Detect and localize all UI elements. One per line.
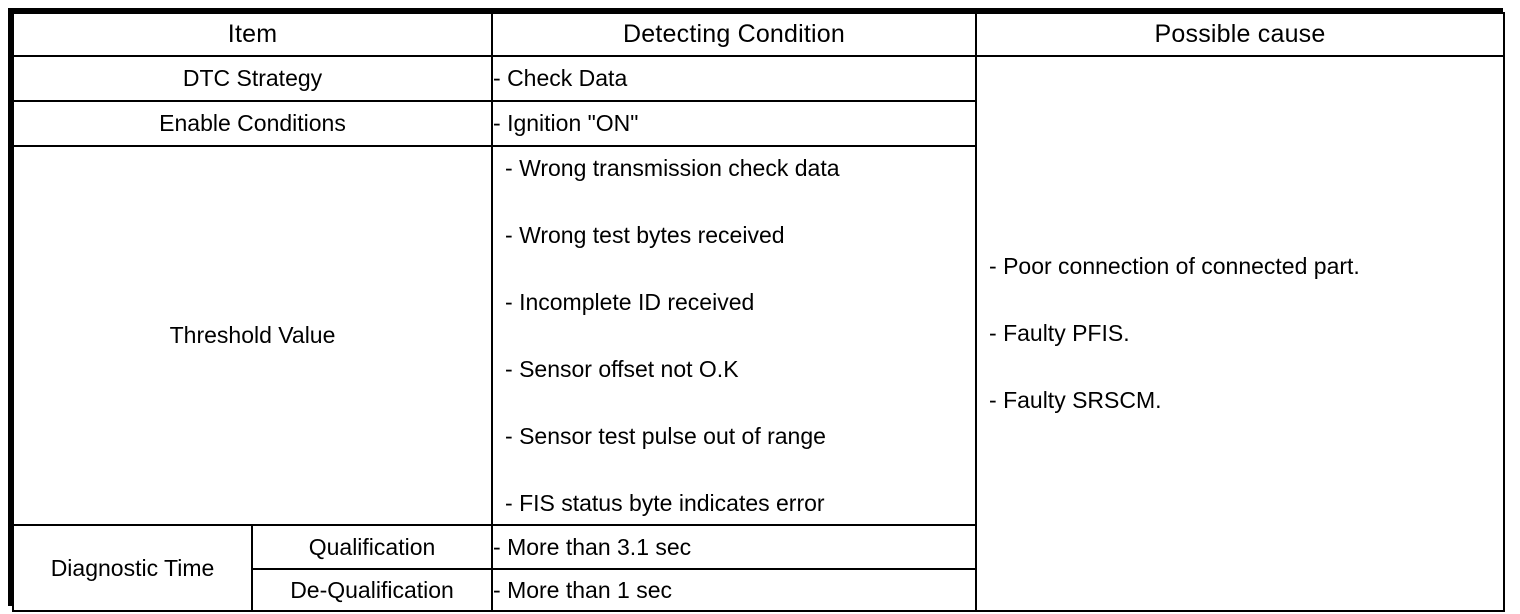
threshold-condition-item: - Incomplete ID received bbox=[505, 288, 755, 315]
cell-threshold-value-conditions: - Wrong transmission check data - Wrong … bbox=[491, 145, 978, 526]
dtc-diagnostic-table: Item Detecting Condition Possible cause … bbox=[8, 8, 1506, 612]
table-header-row: Item Detecting Condition Possible cause bbox=[11, 12, 1506, 57]
possible-cause-item: - Faulty PFIS. bbox=[989, 320, 1130, 346]
cell-enable-conditions-condition: - Ignition "ON" bbox=[491, 100, 978, 147]
possible-cause-list: - Poor connection of connected part. - F… bbox=[977, 255, 1503, 412]
cell-dtc-strategy-condition: - Check Data bbox=[491, 55, 978, 102]
cell-possible-cause: - Poor connection of connected part. - F… bbox=[975, 55, 1506, 612]
cell-de-qualification-label: De-Qualification bbox=[250, 568, 494, 612]
threshold-condition-item: - Sensor offset not O.K bbox=[505, 355, 739, 382]
header-detecting-condition: Detecting Condition bbox=[491, 12, 978, 57]
table-row-de-qualification: De-Qualification - More than 1 sec bbox=[13, 568, 1504, 612]
possible-cause-item: - Faulty SRSCM. bbox=[989, 387, 1162, 413]
header-possible-cause: Possible cause bbox=[975, 12, 1506, 57]
table-row-dtc-strategy: DTC Strategy - Check Data - Poor connect… bbox=[11, 55, 1506, 612]
table-row-threshold-value: Threshold Value - Wrong transmission che… bbox=[11, 145, 1504, 526]
cell-enable-conditions-label: Enable Conditions bbox=[11, 100, 494, 147]
cell-qualification-condition: - More than 3.1 sec bbox=[491, 524, 978, 570]
table-row-enable-conditions: Enable Conditions - Ignition "ON" bbox=[11, 100, 1504, 147]
cell-qualification-label: Qualification bbox=[250, 524, 494, 570]
cell-threshold-value-label: Threshold Value bbox=[11, 145, 494, 526]
diagnostic-table: Item Detecting Condition Possible cause … bbox=[11, 12, 1506, 612]
header-item: Item bbox=[11, 12, 494, 57]
cell-dtc-strategy-label: DTC Strategy bbox=[11, 55, 494, 102]
possible-cause-item: - Poor connection of connected part. bbox=[989, 253, 1360, 279]
threshold-condition-item: - Wrong transmission check data bbox=[505, 154, 840, 181]
threshold-condition-item: - Sensor test pulse out of range bbox=[505, 422, 826, 449]
cell-diagnostic-time-label: Diagnostic Time bbox=[12, 524, 253, 612]
table-row-qualification: Diagnostic Time Qualification - More tha… bbox=[12, 524, 1504, 612]
threshold-condition-list: - Wrong transmission check data - Wrong … bbox=[493, 154, 975, 516]
cell-de-qualification-condition: - More than 1 sec bbox=[491, 568, 978, 612]
threshold-condition-item: - Wrong test bytes received bbox=[505, 221, 785, 248]
threshold-condition-item: - FIS status byte indicates error bbox=[505, 489, 825, 516]
